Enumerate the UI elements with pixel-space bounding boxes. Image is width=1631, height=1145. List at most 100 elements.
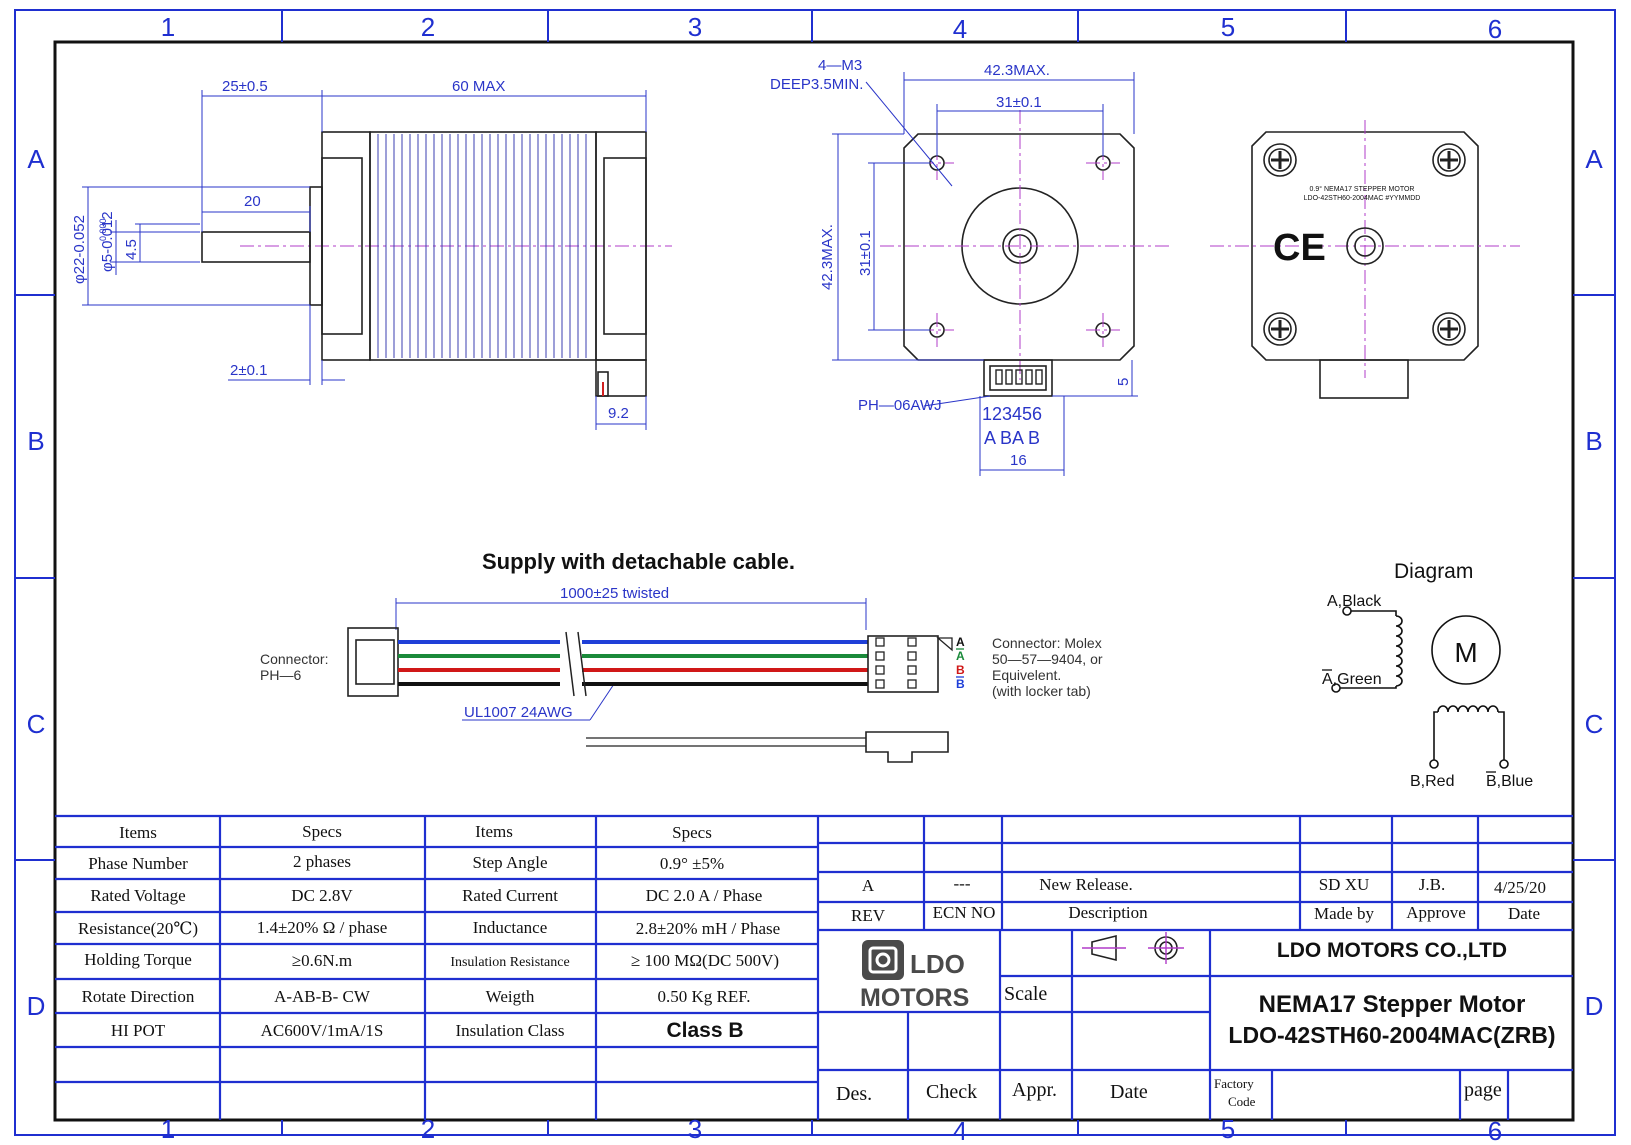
spec-row-1-spec-2: 0.9° ±5%: [660, 854, 724, 873]
description-value: New Release.: [1039, 875, 1132, 894]
row-label-left-a: A: [27, 144, 45, 174]
rev-header: REV: [851, 906, 886, 925]
sheet-frame: 1 2 3 4 5 6 1 2 3 4 5 6 A B C D A B C D: [14, 9, 1616, 1145]
col-label-top-5: 5: [1221, 12, 1235, 42]
row-label-right-c: C: [1585, 709, 1604, 739]
front-connector-label: PH—06AWJ: [858, 397, 942, 414]
dim-boss-height: 2±0.1: [230, 362, 267, 379]
logo-text-motors: MOTORS: [860, 984, 969, 1012]
spec-row-2-spec-2: DC 2.0 A / Phase: [646, 886, 763, 905]
back-label-line1: 0.9° NEMA17 STEPPER MOTOR: [1310, 185, 1415, 193]
dim-shaft-diameter: φ5-0.012: [99, 211, 116, 272]
title-block: LDO MOTORS Scale LDO MOTORS CO.,LTD NEMA…: [818, 930, 1573, 1120]
revision-block: A --- New Release. SD XU J.B. 4/25/20 RE…: [818, 814, 1573, 932]
front-pin-numbers: 123456: [982, 404, 1042, 424]
col-label-top-2: 2: [421, 12, 435, 42]
spec-row-5-spec: A-AB-B- CW: [274, 987, 371, 1006]
scale-label: Scale: [1004, 983, 1047, 1005]
spec-row-6-item: HI POT: [111, 1021, 166, 1040]
front-view: 4—M3 DEEP3.5MIN. 42.3MAX. 31±0.1 42.3MAX…: [770, 57, 1170, 476]
connector-left-label: Connector:: [260, 651, 328, 667]
spec-row-2-item: Rated Voltage: [90, 886, 185, 905]
spec-table: Items Specs Items Specs Phase Number 2 p…: [55, 814, 820, 1120]
row-label-right-a: A: [1585, 144, 1603, 174]
cable-length: 1000±25 twisted: [560, 585, 669, 602]
row-label-left-c: C: [27, 709, 46, 739]
ldo-logo: LDO MOTORS: [860, 940, 969, 1012]
spec-row-4-spec: ≥0.6N.m: [292, 951, 352, 970]
col-label-bottom-2: 2: [421, 1114, 435, 1144]
page-label: page: [1464, 1079, 1502, 1101]
spec-row-1-spec: 2 phases: [293, 852, 351, 871]
connector-left-type: PH—6: [260, 667, 301, 683]
date-header: Date: [1508, 904, 1540, 923]
screw-head-icon: [1263, 143, 1466, 346]
row-label-left-b: B: [27, 426, 44, 456]
appr-label: Appr.: [1012, 1079, 1057, 1101]
dim-boss-diameter: φ22-0.052: [71, 215, 88, 284]
date-value: 4/25/20: [1494, 878, 1546, 897]
wire-spec: UL1007 24AWG: [464, 704, 573, 721]
dim-body-length: 60 MAX: [452, 78, 505, 95]
spec-row-2-item-2: Rated Current: [462, 886, 558, 905]
side-view: 25±0.5 60 MAX 20 2±0.1 9.2 φ22-0.052 φ5-…: [71, 78, 672, 430]
spec-row-1-item-2: Step Angle: [472, 853, 547, 872]
date-label: Date: [1110, 1081, 1148, 1103]
row-label-right-b: B: [1585, 426, 1602, 456]
connector-right-note: (with locker tab): [992, 683, 1091, 699]
cable-title: Supply with detachable cable.: [482, 549, 795, 574]
label-a-black: A,Black: [1327, 593, 1382, 610]
label-b-blue: B,Blue: [1486, 773, 1533, 790]
spec-row-6-spec-2: Class B: [666, 1019, 743, 1042]
product-model: LDO-42STH60-2004MAC(ZRB): [1228, 1022, 1555, 1048]
dim-front-hole-pitch-vertical: 31±0.1: [857, 230, 874, 276]
approve-header: Approve: [1406, 903, 1465, 922]
spec-row-4-item: Holding Torque: [84, 950, 192, 969]
wiring-diagram: Diagram M A,Black A,Green B,Red B,Blue: [1322, 560, 1533, 790]
cable-pin-b-bar: B: [956, 677, 965, 691]
back-label-line2: LDO-42STH60-2004MAC #YYMMDD: [1304, 195, 1421, 202]
spec-row-3-item: Resistance(20℃): [78, 919, 198, 938]
spec-header-specs-1: Specs: [302, 822, 342, 841]
dim-shaft-length: 25±0.5: [222, 78, 268, 95]
dim-connector-offset-vertical: 5: [1115, 378, 1132, 386]
spec-row-6-spec: AC600V/1mA/1S: [261, 1021, 384, 1040]
connector-right-equivalent: Equivelent.: [992, 667, 1061, 683]
factory-code-label-1: Factory: [1214, 1076, 1254, 1091]
des-label: Des.: [836, 1083, 872, 1105]
factory-code-label-2: Code: [1228, 1094, 1256, 1109]
spec-row-3-item-2: Inductance: [473, 918, 548, 937]
spec-row-5-item: Rotate Direction: [82, 987, 195, 1006]
cable-drawing: Supply with detachable cable. 1000±25 tw…: [260, 549, 1103, 763]
diagram-title: Diagram: [1394, 560, 1473, 583]
ecn-header: ECN NO: [933, 903, 996, 922]
dim-front-height: 42.3MAX.: [819, 224, 836, 290]
col-label-bottom-1: 1: [161, 1114, 175, 1144]
made-by-header: Made by: [1314, 904, 1374, 923]
col-label-bottom-6: 6: [1488, 1116, 1502, 1145]
motor-symbol: [1431, 615, 1501, 685]
spec-row-1-item: Phase Number: [88, 854, 188, 873]
dim-flat-length: 20: [244, 193, 261, 210]
dim-shaft-tolerance: -0.000: [98, 218, 108, 244]
spec-row-3-spec: 1.4±20% Ω / phase: [257, 918, 388, 937]
spec-row-4-item-2: Insulation Resistance: [450, 955, 569, 970]
spec-row-5-item-2: Weigth: [486, 987, 535, 1006]
dim-flat-depth: 4.5: [123, 239, 140, 260]
cable-pin-b: B: [956, 663, 965, 677]
dim-mount-holes: 4—M3: [818, 57, 862, 74]
front-pin-letters: A BA B: [984, 428, 1040, 448]
connector-right-part: 50—57—9404, or: [992, 651, 1103, 667]
company-name: LDO MOTORS CO.,LTD: [1277, 939, 1507, 962]
rev-value: A: [862, 876, 875, 895]
product-name: NEMA17 Stepper Motor: [1259, 991, 1526, 1018]
col-label-top-4: 4: [953, 14, 967, 44]
dim-front-width: 42.3MAX.: [984, 62, 1050, 79]
connector-right-label: Connector: Molex: [992, 635, 1102, 651]
dim-connector-offset: 9.2: [608, 405, 629, 422]
description-header: Description: [1068, 903, 1148, 922]
spec-row-4-spec-2: ≥ 100 MΩ(DC 500V): [631, 951, 779, 970]
col-label-top-3: 3: [688, 12, 702, 42]
approve-value: J.B.: [1419, 875, 1445, 894]
